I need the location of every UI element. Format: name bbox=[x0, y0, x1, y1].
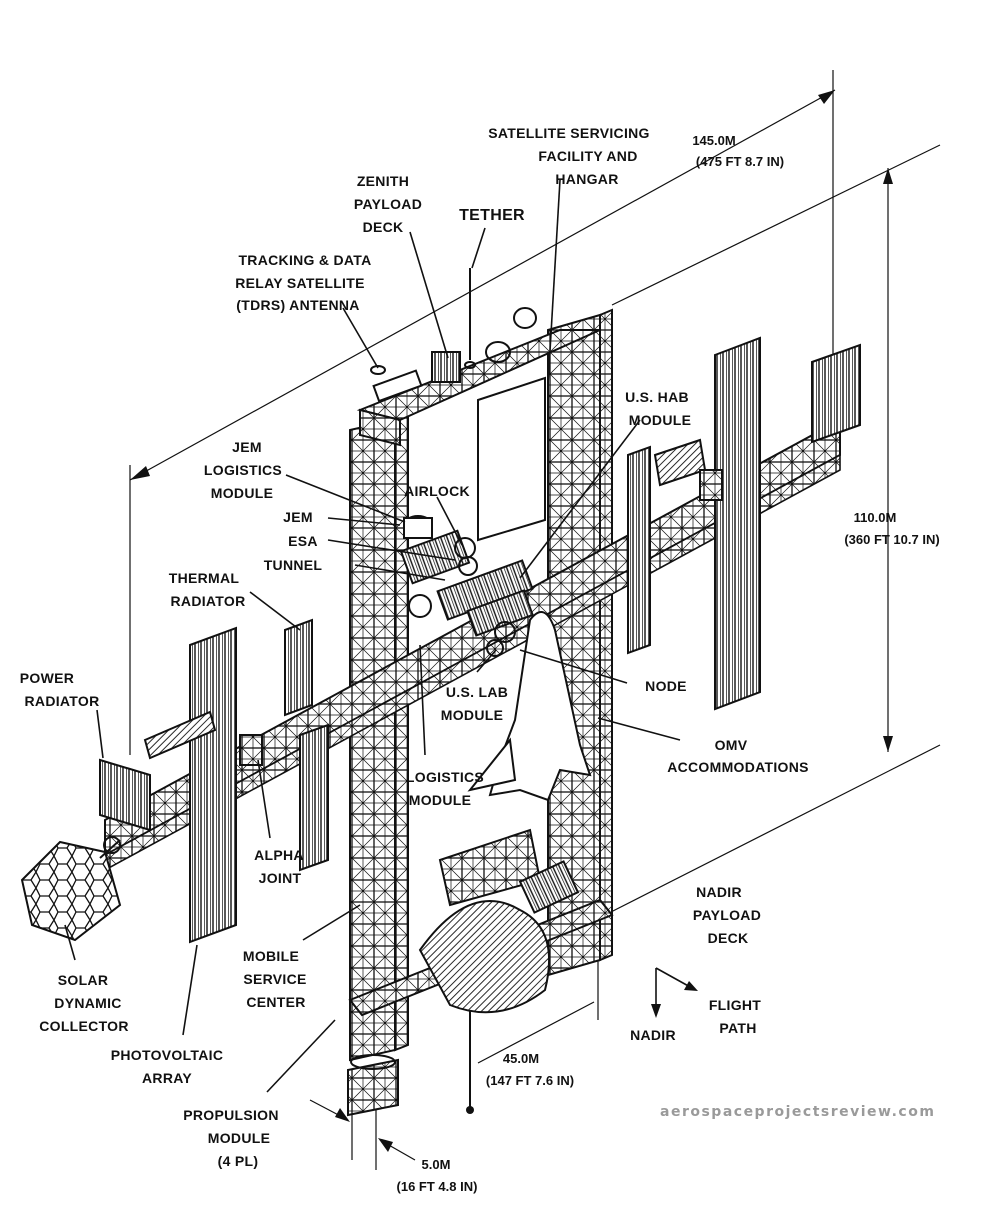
dim-length: 145.0M(475 FT 8.7 IN) bbox=[692, 133, 784, 169]
truss-structure bbox=[104, 308, 841, 1117]
dim-truss: 5.0M(16 FT 4.8 IN) bbox=[397, 1157, 478, 1194]
label-jem: JEM bbox=[283, 509, 313, 525]
label-nadir: NADIR bbox=[630, 1027, 676, 1043]
watermark: aerospaceprojectsreview.com bbox=[660, 1104, 935, 1120]
dimension-labels: 145.0M(475 FT 8.7 IN) 110.0M(360 FT 10.7… bbox=[397, 133, 940, 1194]
label-tunnel: TUNNEL bbox=[264, 557, 323, 573]
label-airlock: AIRLOCK bbox=[404, 483, 470, 499]
solar-dynamic-collector bbox=[20, 836, 122, 942]
label-node: NODE bbox=[645, 678, 687, 694]
modules-cluster bbox=[370, 268, 592, 1114]
label-esa: ESA bbox=[288, 533, 318, 549]
label-tether: TETHER bbox=[459, 207, 525, 224]
dim-width: 45.0M(147 FT 7.6 IN) bbox=[486, 1051, 574, 1088]
dim-height: 110.0M(360 FT 10.7 IN) bbox=[844, 510, 939, 547]
solar-arrays bbox=[99, 336, 861, 944]
leader-lines bbox=[64, 179, 681, 1093]
